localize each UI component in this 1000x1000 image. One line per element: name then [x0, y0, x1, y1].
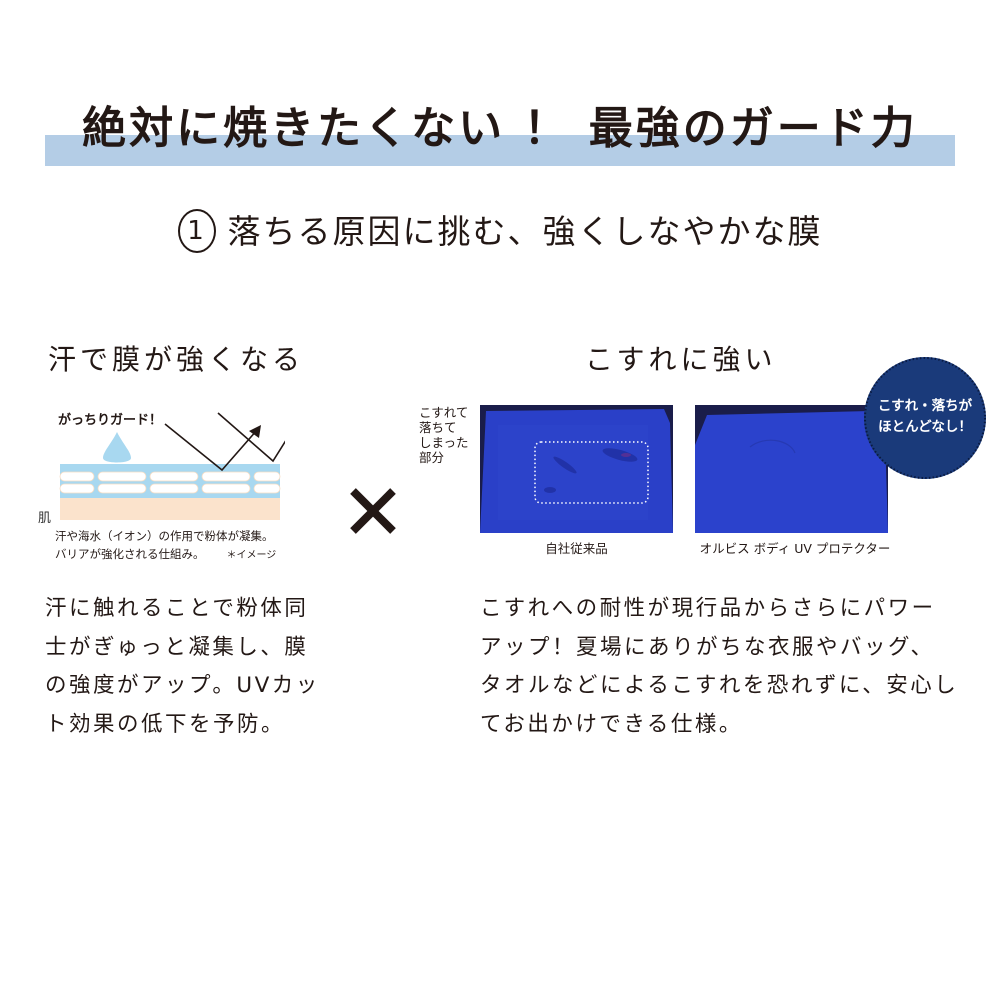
badge-text: こすれ・落ちが ほとんどなし！ — [877, 398, 973, 435]
guard-label: がっちりガード！ — [58, 413, 163, 428]
sweat-drop-icon — [103, 432, 131, 463]
photo-caption-conventional: 自社従来品 — [545, 541, 608, 556]
rubbed-off-label: こすれて 落ちて しまった 部分 — [419, 405, 469, 465]
left-description: 汗に触れることで粉体同 士がぎゅっと凝集し、膜 の強度がアップ。UVカッ ト効果… — [45, 596, 320, 737]
multiply-icon — [350, 488, 396, 534]
photo-orbis-product — [695, 405, 888, 533]
title-highlight-band — [45, 135, 955, 166]
left-heading: 汗で膜が強くなる — [48, 343, 305, 376]
circled-number: 1 — [177, 209, 216, 253]
diagram-caption: 汗や海水（イオン）の作用で粉体が凝集。 バリアが強化される仕組み。＊イメージ — [55, 529, 277, 561]
page-title: 絶対に焼きたくない ！ 最強のガード力 — [82, 103, 918, 154]
photo-conventional-product — [480, 405, 673, 533]
photo-caption-orbis: オルビス ボディ UV プロテクター — [699, 541, 891, 556]
image-note: ＊イメージ — [226, 550, 277, 561]
subtitle-text: 落ちる原因に挑む、強くしなやかな膜 — [227, 212, 823, 251]
membrane-diagram — [59, 412, 285, 520]
no-rubbing-badge — [864, 357, 986, 479]
right-description: こすれへの耐性が現行品からさらにパワー アップ！夏場にありがちな衣服やバッグ、 … — [480, 596, 959, 737]
skin-label: 肌 — [38, 511, 52, 526]
section-subtitle: 1 落ちる原因に挑む、強くしなやかな膜 — [0, 205, 1000, 253]
skin-layer — [60, 497, 280, 520]
right-heading: こすれに強い — [585, 343, 777, 376]
